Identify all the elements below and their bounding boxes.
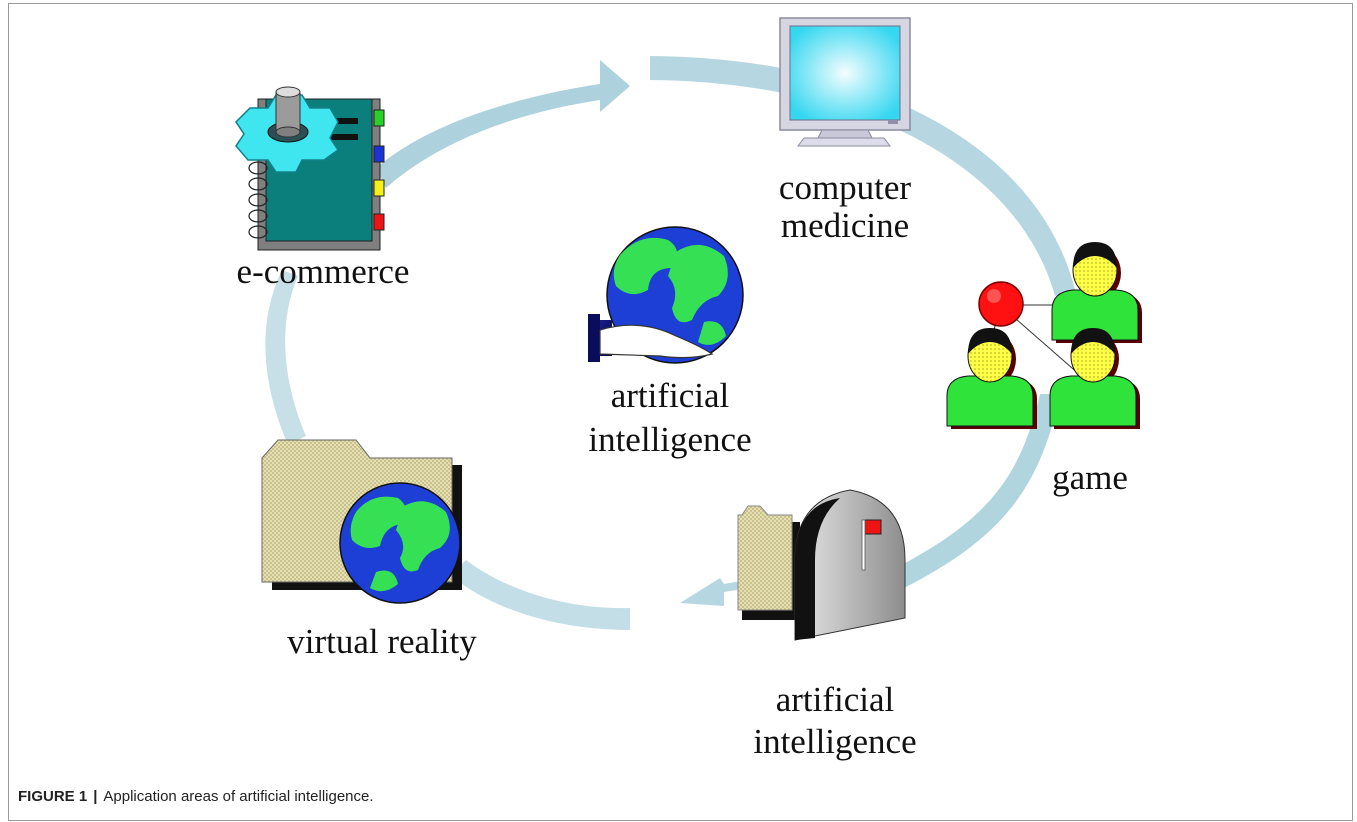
label-medicine-line1: computer [778,168,912,207]
ring-arc-top-left [376,60,630,188]
ring-arc-right [892,394,1060,590]
label-medicine-line2: medicine [780,206,910,245]
globe-in-hand-icon [588,226,744,364]
network-people-icon [946,241,1143,430]
folder-globe-icon [261,439,462,604]
mailbox-folder-icon [737,489,906,641]
label-ecommerce: e-commerce [236,252,410,291]
label-bottom-line1: artificial [775,680,895,719]
caption-tag: FIGURE 1 [18,788,88,805]
label-game: game [1052,458,1128,497]
ring-arc-left [265,270,306,445]
ring-arc-bottom-left [450,560,630,630]
label-center-line2: intelligence [588,420,752,459]
caption-text: Application areas of artificial intellig… [103,788,374,805]
label-virtual-reality: virtual reality [287,622,477,661]
label-center-line1: artificial [610,376,730,415]
notebook-gear-icon [235,86,385,251]
monitor-icon [779,17,911,147]
figure-caption: FIGURE 1 | Application areas of artificial… [18,788,374,805]
caption-separator: | [93,788,98,805]
label-bottom-line2: intelligence [753,722,917,761]
